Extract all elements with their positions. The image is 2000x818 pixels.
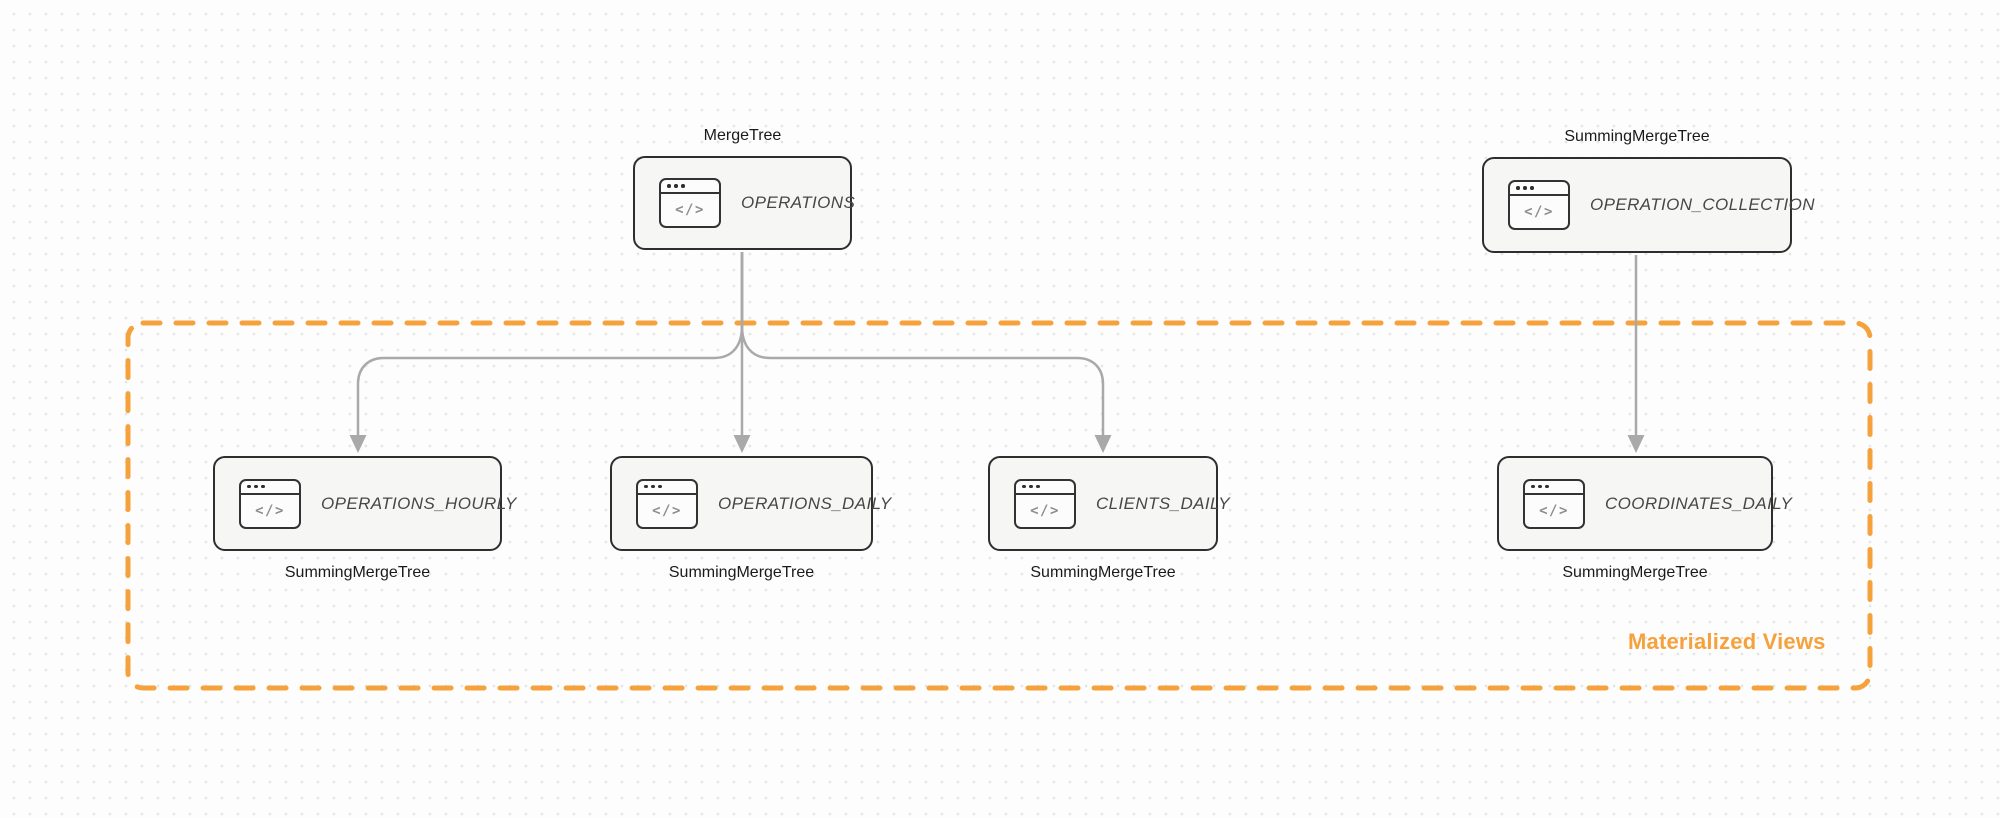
node-label: CLIENTS_DAILY	[1096, 493, 1231, 513]
window-titlebar	[661, 180, 719, 194]
code-window-icon: </>	[1014, 478, 1076, 529]
arrow-operations-to-hourly	[349, 252, 744, 453]
node-label: OPERATIONS	[741, 193, 856, 212]
window-titlebar	[1525, 481, 1583, 495]
engine-label: MergeTree	[703, 127, 782, 144]
materialized-views-boundary	[125, 320, 1873, 691]
arrow-operations-to-clients	[740, 252, 1112, 453]
code-window-icon: </>	[1508, 180, 1570, 230]
code-window-icon: </>	[239, 478, 301, 529]
code-window-icon: </>	[1523, 478, 1585, 529]
engine-label: SummingMergeTree	[1030, 564, 1176, 581]
node-operations-daily[interactable]: SummingMergeTree </> OPERATIONS_DAILY	[610, 456, 891, 581]
code-window-icon: </>	[659, 178, 721, 228]
window-titlebar	[638, 481, 696, 495]
code-glyph: </>	[1524, 204, 1554, 220]
code-window-icon: </>	[636, 478, 698, 529]
node-label: OPERATION_COLLECTION	[1590, 195, 1815, 214]
node-operations-hourly[interactable]: SummingMergeTree </> OPERATIONS_HOURLY	[213, 456, 516, 581]
window-titlebar	[1510, 182, 1568, 196]
node-coordinates-daily[interactable]: SummingMergeTree </> COORDINATES_DAILY	[1497, 456, 1792, 581]
engine-label: SummingMergeTree	[668, 564, 815, 581]
node-clients-daily[interactable]: SummingMergeTree </> CLIENTS_DAILY	[988, 456, 1230, 581]
engine-label: SummingMergeTree	[1564, 128, 1710, 145]
node-operation-collection[interactable]: SummingMergeTree </> OPERATION_COLLECTIO…	[1482, 128, 1815, 253]
materialized-views-label: Materialized Views	[1628, 629, 1826, 654]
window-titlebar	[241, 481, 299, 495]
node-label: OPERATIONS_DAILY	[718, 493, 892, 513]
engine-label: SummingMergeTree	[284, 564, 431, 581]
arrow-collection-to-coordinates	[1627, 255, 1645, 453]
code-glyph: </>	[652, 502, 682, 519]
code-glyph: </>	[1539, 502, 1569, 519]
code-glyph: </>	[1030, 502, 1060, 519]
window-titlebar	[1016, 481, 1074, 495]
engine-label: SummingMergeTree	[1562, 564, 1708, 581]
code-glyph: </>	[675, 202, 705, 218]
node-label: COORDINATES_DAILY	[1605, 493, 1793, 513]
node-operations[interactable]: MergeTree </> OPERATIONS	[633, 127, 856, 250]
node-label: OPERATIONS_HOURLY	[321, 493, 517, 513]
code-glyph: </>	[255, 502, 285, 519]
